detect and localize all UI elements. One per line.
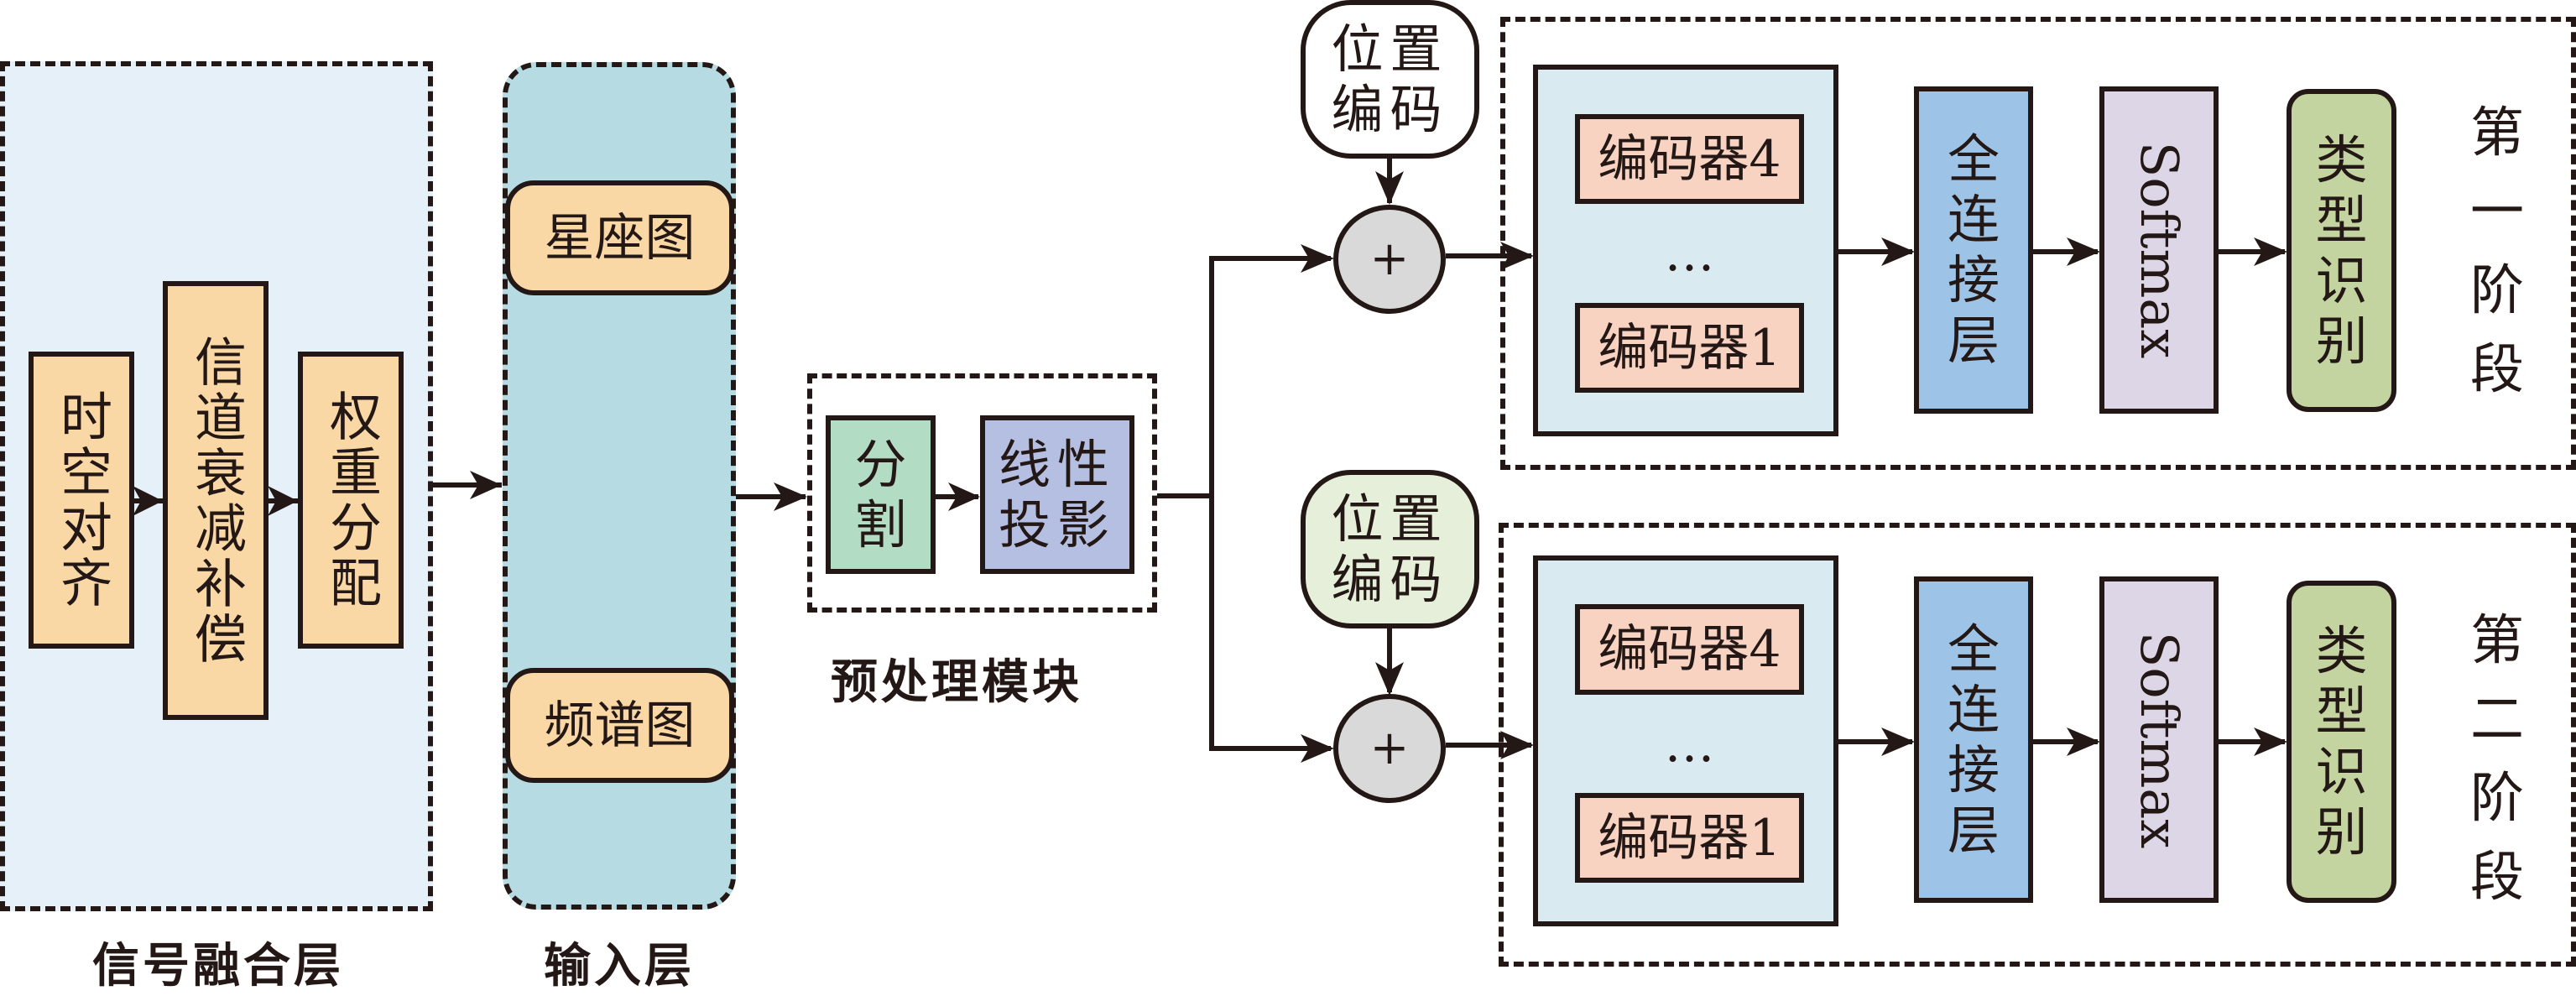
arrowhead-icon <box>1301 734 1334 763</box>
ellipsis-stage-2: … <box>1575 709 1804 780</box>
softmax-box-stage-1: Softmax <box>2099 86 2219 414</box>
fc-char: 全 <box>1947 128 2000 190</box>
ellipsis-label: … <box>1664 224 1715 283</box>
pos-enc-line: 位置 <box>1331 488 1449 550</box>
adder-stage-2: + <box>1333 694 1446 803</box>
plus-icon: + <box>1369 721 1410 775</box>
fc-char: 连 <box>1947 678 2000 740</box>
linear-projection-box: 线性 投影 <box>980 415 1134 574</box>
fully-connected-layer-stage-1: 全 连 接 层 <box>1914 86 2033 414</box>
encoder-1-box-stage-2: 编码器1 <box>1575 793 1804 883</box>
class-char: 类 <box>2315 128 2368 190</box>
fc-char: 连 <box>1947 189 2000 250</box>
encoder-4-box-stage-2: 编码器4 <box>1575 604 1804 695</box>
arrowhead-icon <box>774 482 807 511</box>
encoder-1-label: 编码器1 <box>1598 318 1781 378</box>
constellation-label: 星座图 <box>544 208 696 268</box>
arrowhead-icon <box>1500 731 1534 759</box>
arrowhead-icon <box>2254 237 2287 266</box>
pos-enc-line: 编码 <box>1331 548 1449 610</box>
stage-char: 阶 <box>2470 768 2524 830</box>
stage-2-label: 第 二 阶 段 <box>2459 610 2536 909</box>
encoder-4-box-stage-1: 编码器4 <box>1575 114 1804 204</box>
class-char: 类 <box>2315 620 2368 681</box>
class-char: 别 <box>2315 310 2368 372</box>
stage-char: 二 <box>2470 689 2524 751</box>
stage-char: 一 <box>2470 181 2524 243</box>
arrowhead-icon <box>1881 237 1915 266</box>
type-recognition-box-stage-1: 类 型 识 别 <box>2287 89 2396 412</box>
spectrogram-box: 频谱图 <box>505 668 734 783</box>
fc-char: 层 <box>1947 799 2000 861</box>
plus-icon: + <box>1369 232 1410 286</box>
arrowheads <box>133 171 2287 763</box>
encoder-4-label: 编码器4 <box>1598 129 1781 189</box>
arrowhead-icon <box>948 482 980 511</box>
branch-down <box>1209 496 1331 751</box>
class-char: 型 <box>2315 681 2368 742</box>
softmax-box-stage-2: Softmax <box>2099 576 2219 903</box>
encoder-1-box-stage-1: 编码器1 <box>1575 303 1804 393</box>
channel-fading-compensation-box: 信道衰减补偿 <box>163 281 269 720</box>
pos-enc-line: 位置 <box>1331 18 1449 80</box>
segmentation-box: 分 割 <box>826 415 936 574</box>
ellipsis-label: … <box>1664 715 1715 774</box>
arrowhead-icon <box>1375 662 1404 696</box>
fc-char: 接 <box>1947 738 2000 800</box>
char: 信道衰减补偿 <box>185 334 247 667</box>
fully-connected-layer-stage-2: 全 连 接 层 <box>1914 576 2033 903</box>
stage-char: 第 <box>2470 102 2524 164</box>
encoder-4-label: 编码器4 <box>1598 620 1781 679</box>
projection-line: 投影 <box>998 493 1116 555</box>
spectrogram-label: 频谱图 <box>544 696 696 755</box>
class-char: 识 <box>2315 741 2368 802</box>
arrowhead-icon <box>2254 727 2287 756</box>
arrowhead-icon <box>1881 727 1915 756</box>
type-recognition-box-stage-2: 类 型 识 别 <box>2287 581 2396 903</box>
segment-line: 分 <box>854 433 907 495</box>
class-char: 型 <box>2315 189 2368 251</box>
encoder-1-label: 编码器1 <box>1598 808 1781 868</box>
arrowhead-icon <box>2067 727 2100 756</box>
arrowhead-icon <box>1301 244 1334 273</box>
signal-fusion-caption: 信号融合层 <box>92 939 344 993</box>
char: 时空对齐 <box>51 389 112 611</box>
char: 权重分配 <box>321 389 382 611</box>
arrowhead-icon <box>133 486 163 516</box>
stage-char: 第 <box>2470 610 2524 672</box>
segment-line: 割 <box>854 493 907 555</box>
arrowhead-icon <box>1375 171 1404 205</box>
fc-char: 全 <box>1947 618 2000 680</box>
spatiotemporal-alignment-box: 时空对齐 <box>29 352 134 649</box>
stage-char: 段 <box>2470 847 2524 909</box>
class-char: 识 <box>2315 249 2368 311</box>
fc-char: 层 <box>1947 310 2000 371</box>
positional-encoding-box-stage-2: 位置 编码 <box>1301 470 1479 628</box>
positional-encoding-box-stage-1: 位置 编码 <box>1301 0 1479 159</box>
arrowhead-icon <box>268 486 298 516</box>
arrowhead-icon <box>2067 237 2100 266</box>
arrowhead-icon <box>470 471 502 499</box>
pos-enc-line: 编码 <box>1331 78 1449 140</box>
weight-allocation-box: 权重分配 <box>298 352 404 649</box>
branch-up <box>1209 256 1331 496</box>
constellation-diagram-box: 星座图 <box>505 180 734 295</box>
stage-char: 段 <box>2470 339 2524 401</box>
adder-stage-1: + <box>1333 205 1446 314</box>
stage-1-label: 第 一 阶 段 <box>2459 102 2536 401</box>
fc-char: 接 <box>1947 249 2000 310</box>
input-layer-caption: 输入层 <box>544 939 695 993</box>
stage-char: 阶 <box>2470 260 2524 322</box>
arrowhead-icon <box>1500 242 1534 270</box>
class-char: 别 <box>2315 801 2368 863</box>
preprocess-caption: 预处理模块 <box>831 655 1082 710</box>
projection-line: 线性 <box>998 433 1116 495</box>
preprocess-module <box>807 373 1157 613</box>
ellipsis-stage-1: … <box>1575 218 1804 289</box>
